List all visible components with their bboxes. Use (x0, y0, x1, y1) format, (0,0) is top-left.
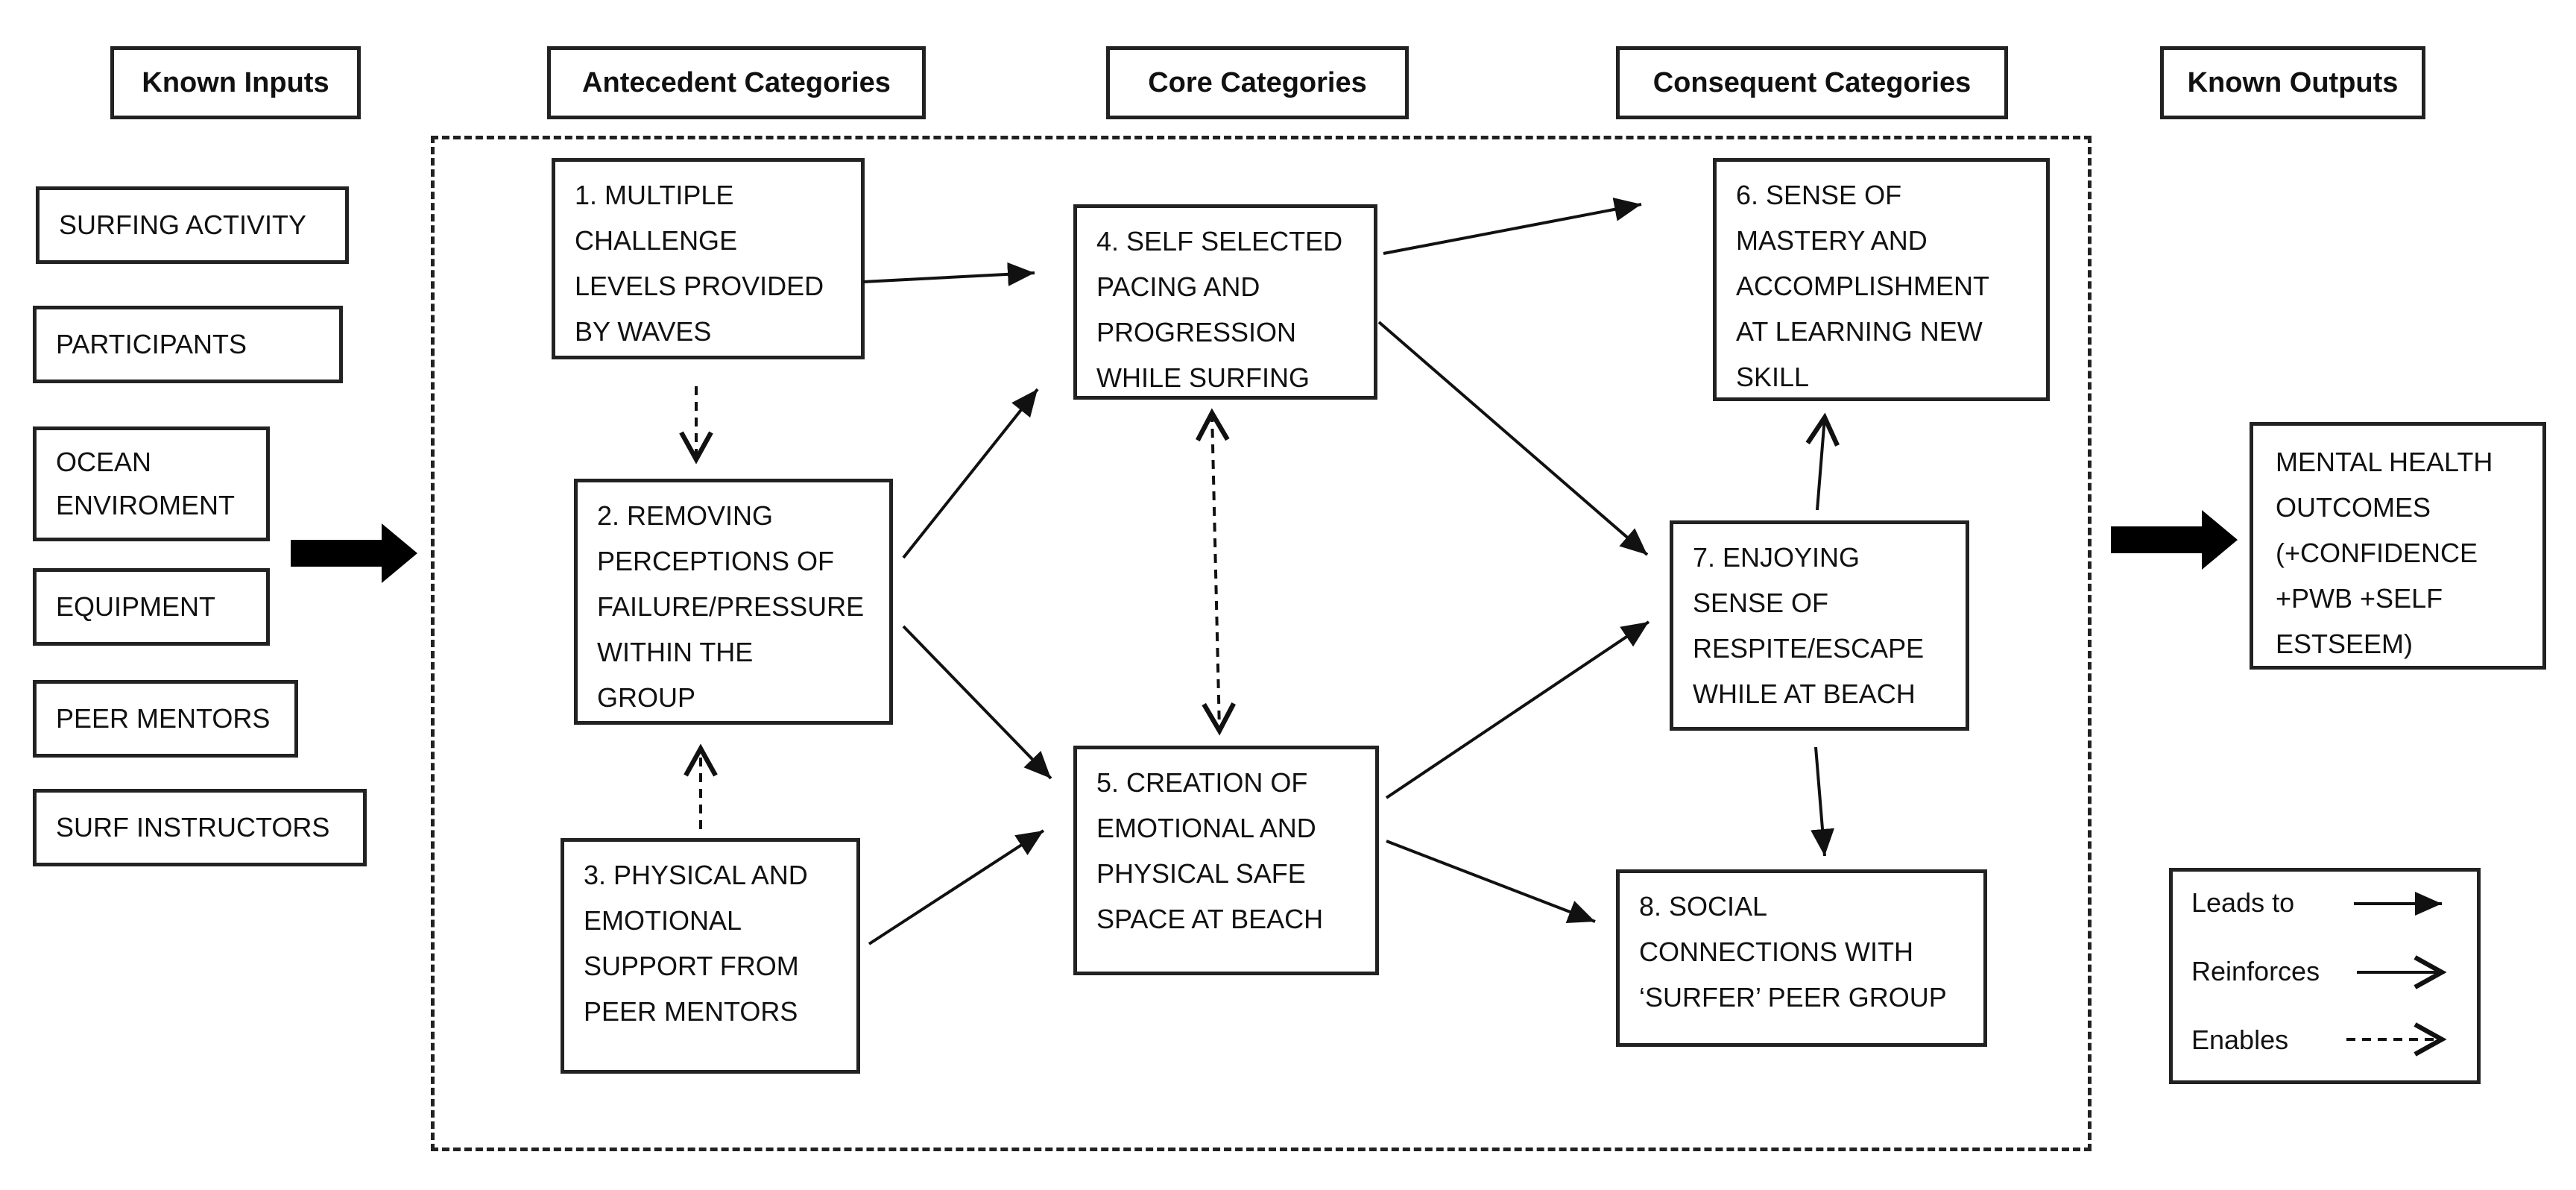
category-7-respite-escape: 7. ENJOYING SENSE OF RESPITE/ESCAPE WHIL… (1670, 520, 1969, 731)
input-ocean-environment: OCEAN ENVIROMENT (33, 426, 270, 541)
inputs-to-categories-arrow (291, 523, 417, 583)
arrow-c2-to-c5 (902, 625, 1052, 780)
categories-to-outputs-arrow (2111, 510, 2238, 570)
header-antecedent-categories: Antecedent Categories (547, 46, 926, 119)
arrow-c7-to-c6 (1805, 412, 1840, 511)
header-known-inputs: Known Inputs (110, 46, 361, 119)
legend-reinforces-label: Reinforces (2191, 956, 2320, 986)
category-4-self-selected-pacing: 4. SELF SELECTED PACING AND PROGRESSION … (1073, 204, 1377, 400)
arrow-c1-to-c4 (862, 262, 1035, 286)
header-consequent-categories: Consequent Categories (1616, 46, 2008, 119)
arrow-c5-to-c8 (1386, 840, 1596, 923)
category-3-physical-emotional-support: 3. PHYSICAL AND EMOTIONAL SUPPORT FROM P… (561, 838, 860, 1074)
legend-leads-to-label: Leads to (2191, 887, 2295, 918)
header-known-outputs: Known Outputs (2160, 46, 2425, 119)
arrow-c4-c5-bidirectional (1196, 408, 1236, 736)
arrow-c2-to-c4 (902, 388, 1039, 559)
input-surfing-activity: SURFING ACTIVITY (36, 186, 349, 264)
arrow-c4-to-c6 (1383, 198, 1642, 255)
arrow-c4-to-c7 (1377, 321, 1649, 556)
input-participants: PARTICIPANTS (33, 306, 343, 383)
input-surf-instructors: SURF INSTRUCTORS (33, 789, 367, 866)
categories-frame (431, 136, 2092, 1151)
output-mental-health-outcomes: MENTAL HEALTH OUTCOMES (+CONFIDENCE +PWB… (2250, 422, 2546, 670)
category-2-removing-perceptions: 2. REMOVING PERCEPTIONS OF FAILURE/PRESS… (574, 479, 893, 725)
category-8-social-connections: 8. SOCIAL CONNECTIONS WITH ‘SURFER’ PEER… (1616, 869, 1987, 1047)
category-5-safe-space: 5. CREATION OF EMOTIONAL AND PHYSICAL SA… (1073, 746, 1379, 975)
input-equipment: EQUIPMENT (33, 568, 270, 646)
legend-enables-label: Enables (2191, 1024, 2289, 1055)
header-core-categories: Core Categories (1106, 46, 1409, 119)
arrow-c7-to-c8 (1811, 746, 1834, 857)
arrow-c3-to-c5 (868, 829, 1045, 945)
arrow-c5-to-c7 (1385, 620, 1650, 799)
category-1-challenge-levels: 1. MULTIPLE CHALLENGE LEVELS PROVIDED BY… (552, 158, 865, 359)
category-6-sense-of-mastery: 6. SENSE OF MASTERY AND ACCOMPLISHMENT A… (1713, 158, 2050, 401)
input-peer-mentors: PEER MENTORS (33, 680, 298, 758)
